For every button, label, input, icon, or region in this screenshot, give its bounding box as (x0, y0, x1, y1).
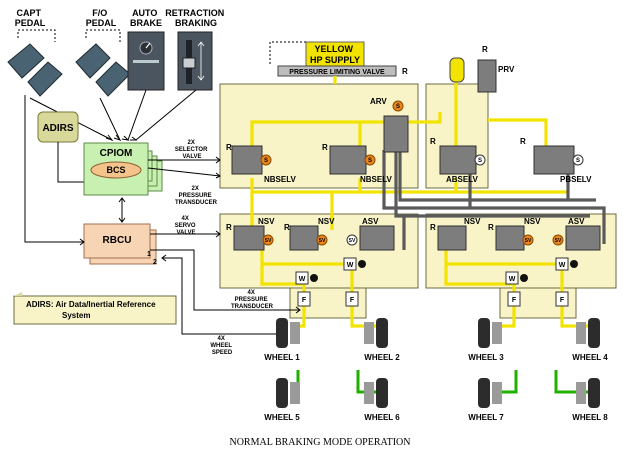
fuse-4: F (560, 297, 565, 304)
prv-valve (477, 59, 497, 93)
ll-sv-1: SV (265, 238, 272, 244)
lr-sv-2: SV (555, 238, 562, 244)
wheel-row-bottom: WHEEL 5 WHEEL 6 WHEEL 7 WHEEL 8 (264, 370, 608, 422)
prv-label: PRV (498, 65, 515, 74)
ll-sv-2: SV (319, 238, 326, 244)
cpiom-stack: CPIOM BCS (83, 142, 163, 196)
pbselv-label: PBSELV (560, 175, 592, 184)
wheel-4-label: WHEEL 4 (572, 353, 608, 362)
pbselv-solenoid: S (576, 158, 580, 164)
rbcu-box (83, 223, 151, 259)
fuse-3: F (512, 297, 517, 304)
wheel-3-label: WHEEL 3 (468, 353, 504, 362)
fuses: F F F F (297, 291, 569, 307)
arv-label: ARV (370, 97, 387, 106)
pressure-transducer-upper-label: 2X PRESSURE TRANSDUCER (175, 186, 218, 206)
auto-brake-group: AUTO BRAKE (127, 8, 165, 91)
fo-pedal-icon (75, 43, 111, 79)
lr-nsv-2-label: NSV (524, 217, 541, 226)
capt-pedal-label: CAPT PEDAL (15, 8, 46, 28)
ll-w-1: W (299, 276, 306, 283)
abselv: R S ABSELV (430, 137, 486, 184)
adirs-legend-text: ADIRS: Air Data/Inertial Reference Syste… (26, 300, 158, 320)
ll-r-1: R (226, 223, 232, 232)
pbselv-return: R (520, 137, 526, 146)
diagram-caption: NORMAL BRAKING MODE OPERATION (229, 437, 410, 448)
wheel-1-label: WHEEL 1 (264, 353, 300, 362)
prv-return-label: R (482, 45, 488, 54)
nbselv-2-return: R (322, 143, 328, 152)
arv-solenoid-tag: S (396, 104, 400, 110)
rbcu-stack: RBCU 1 2 (83, 223, 157, 266)
adirs-label: ADIRS (42, 123, 73, 134)
cpiom-label: CPIOM (100, 148, 133, 159)
auto-brake-label: AUTO BRAKE (130, 8, 162, 28)
capt-pedal-group: CAPT PEDAL (7, 8, 63, 97)
adirs-legend-note: ADIRS: Air Data/Inertial Reference Syste… (13, 292, 177, 325)
abselv-solenoid: S (478, 158, 482, 164)
lower-left-valves: R SV NSV R SV NSV SV ASV W W (226, 217, 395, 285)
retraction-braking-label: RETRACTION BRAKING (165, 8, 227, 28)
ll-nsv-1-label: NSV (258, 217, 275, 226)
abselv-return: R (430, 137, 436, 146)
lower-right-valves: R NSV R SV NSV SV ASV W W (430, 217, 601, 285)
bcs-label: BCS (106, 165, 125, 175)
bcs-block (90, 161, 142, 179)
pbselv: R S PBSELV (520, 137, 592, 184)
nbselv-1-return: R (226, 143, 232, 152)
ll-r-2: R (284, 223, 290, 232)
fuse-2: F (350, 297, 355, 304)
fuse-1: F (302, 297, 307, 304)
ll-sv-3: SV (349, 238, 356, 244)
lr-w-2: W (559, 262, 566, 269)
servo-valve-label: 4X SERVO VALVE (175, 216, 198, 236)
wheel-8-label: WHEEL 8 (572, 413, 608, 422)
accumulator (449, 57, 465, 83)
lr-r-2: R (488, 223, 494, 232)
ll-w-2: W (347, 262, 354, 269)
ll-nsv-2-label: NSV (318, 217, 335, 226)
pressure-limiting-valve (277, 65, 397, 77)
wheel-6-label: WHEEL 6 (364, 413, 400, 422)
nbselv-2: R S NBSELV (322, 143, 393, 184)
wheel-speed-label: 4X WHEEL SPEED (210, 336, 233, 356)
nbselv-1-solenoid: S (264, 158, 268, 164)
wheel-5-label: WHEEL 5 (264, 413, 300, 422)
capt-pedal-icon (7, 43, 45, 79)
ll-shuttle-w (295, 271, 309, 285)
arv-valve (383, 115, 409, 153)
lr-sv-1: SV (525, 238, 532, 244)
wheel-row-top: WHEEL 1 WHEEL 2 WHEEL 3 WHEEL 4 (264, 318, 608, 362)
fo-pedal-group: F/O PEDAL (75, 8, 131, 97)
pressure-limiting-valve-label: PRESSURE LIMITING VALVE (289, 69, 385, 76)
lr-nsv-1-label: NSV (464, 217, 481, 226)
retraction-braking-group: RETRACTION BRAKING (165, 8, 227, 91)
wheel-7-label: WHEEL 7 (468, 413, 504, 422)
nbselv-1: R S NBSELV (226, 143, 297, 184)
selector-valve-label: 2X SELECTOR VALVE (175, 140, 209, 160)
nbselv-1-label: NBSELV (264, 175, 297, 184)
lr-w-1: W (509, 276, 516, 283)
lr-r-1: R (430, 223, 436, 232)
rbcu-channel-2: 2 (153, 259, 157, 266)
nbselv-2-label: NBSELV (360, 175, 393, 184)
ll-asv-label: ASV (362, 217, 379, 226)
fo-pedal-label: F/O PEDAL (86, 8, 117, 28)
rbcu-label: RBCU (103, 235, 132, 246)
yellow-hp-supply-label: YELLOW HP SUPPLY (310, 44, 360, 65)
wheel-2-label: WHEEL 2 (364, 353, 400, 362)
abselv-label: ABSELV (446, 175, 479, 184)
yellow-hp-supply-box (305, 41, 365, 67)
pressure-transducer-lower-label: 4X PRESSURE TRANSDUCER (231, 290, 274, 310)
lr-asv-label: ASV (568, 217, 585, 226)
rbcu-channel-1: 1 (147, 251, 151, 258)
plv-return-label: R (402, 67, 408, 76)
nbselv-2-solenoid: S (368, 158, 372, 164)
